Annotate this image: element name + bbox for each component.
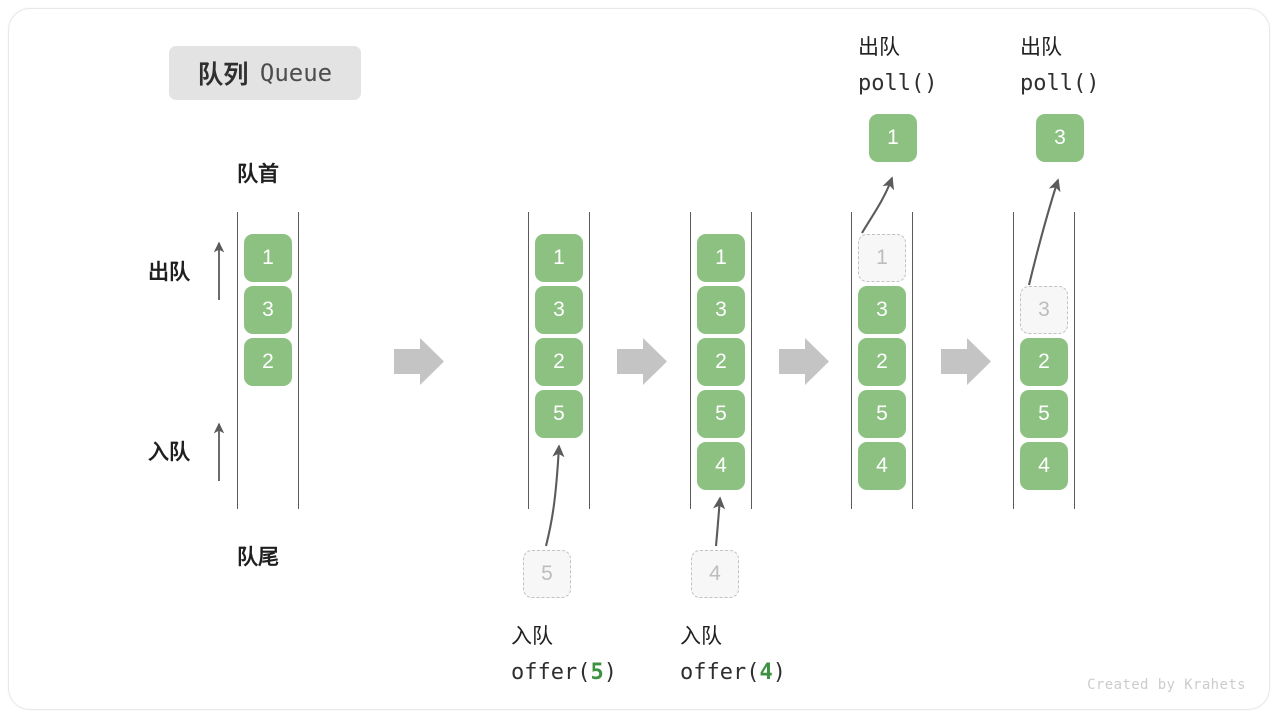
queue-column-state-initial: 1 3 2 xyxy=(237,212,299,509)
queue-column-state-after-offer-5: 1 3 2 5 xyxy=(528,212,590,509)
queue-column-state-after-poll-3: 3 2 5 4 xyxy=(1013,212,1075,509)
popped-element-poll-3: 3 xyxy=(1036,114,1084,162)
queue-rail-left xyxy=(237,212,238,509)
operation-fn-name: poll() xyxy=(858,71,938,96)
queue-rail-left xyxy=(851,212,852,509)
operation-caption-poll-3: 出队 poll() xyxy=(1020,30,1099,102)
queue-element: 4 xyxy=(1020,442,1068,490)
queue-rail-left xyxy=(528,212,529,509)
queue-element: 4 xyxy=(697,442,745,490)
queue-rail-right xyxy=(1074,212,1075,509)
queue-element: 3 xyxy=(697,286,745,334)
operation-caption-offer-5: 入队 offer(5) xyxy=(511,619,617,691)
operation-fn-close: ) xyxy=(772,660,786,685)
queue-element: 5 xyxy=(858,390,906,438)
diagram-title-cn: 队列 xyxy=(197,61,249,89)
operation-arg: 4 xyxy=(759,660,773,685)
queue-element: 1 xyxy=(697,234,745,282)
pending-element-offer-4: 4 xyxy=(691,550,739,598)
operation-fn-name: poll() xyxy=(1020,71,1100,96)
queue-rail-left xyxy=(690,212,691,509)
diagram-title-en: Queue xyxy=(259,59,333,87)
queue-rail-left xyxy=(1013,212,1014,509)
operation-code: offer(4) xyxy=(680,655,786,691)
popped-element-poll-1: 1 xyxy=(869,114,917,162)
queue-element: 5 xyxy=(535,390,583,438)
operation-caption-poll-1: 出队 poll() xyxy=(858,30,937,102)
dequeue-direction-label: 出队 xyxy=(148,261,190,284)
queue-element: 4 xyxy=(858,442,906,490)
operation-arg: 5 xyxy=(590,660,604,685)
operation-label-cn: 入队 xyxy=(511,625,553,648)
card-frame xyxy=(8,8,1270,710)
queue-element: 3 xyxy=(535,286,583,334)
pending-element-offer-5: 5 xyxy=(523,550,571,598)
operation-code: offer(5) xyxy=(511,655,617,691)
queue-element: 2 xyxy=(535,338,583,386)
operation-label-cn: 出队 xyxy=(1020,36,1062,59)
watermark-credit: Created by Krahets xyxy=(1087,677,1246,693)
queue-rear-label: 队尾 xyxy=(237,546,279,569)
queue-rail-right xyxy=(589,212,590,509)
queue-element: 3 xyxy=(244,286,292,334)
queue-element: 5 xyxy=(697,390,745,438)
queue-element-removed: 1 xyxy=(858,234,906,282)
queue-front-label: 队首 xyxy=(237,163,279,186)
queue-column-state-after-offer-4: 1 3 2 5 4 xyxy=(690,212,752,509)
operation-fn-name: offer( xyxy=(511,660,591,685)
queue-element: 1 xyxy=(244,234,292,282)
operation-label-cn: 入队 xyxy=(680,625,722,648)
queue-element: 2 xyxy=(697,338,745,386)
operation-fn-close: ) xyxy=(603,660,617,685)
diagram-title-badge: 队列 Queue xyxy=(169,46,361,100)
queue-element: 5 xyxy=(1020,390,1068,438)
operation-caption-offer-4: 入队 offer(4) xyxy=(680,619,786,691)
queue-element: 1 xyxy=(535,234,583,282)
operation-code: poll() xyxy=(858,66,937,102)
operation-fn-name: offer( xyxy=(680,660,760,685)
operation-code: poll() xyxy=(1020,66,1099,102)
enqueue-direction-label: 入队 xyxy=(148,441,190,464)
queue-element: 3 xyxy=(858,286,906,334)
queue-element: 2 xyxy=(244,338,292,386)
queue-element-removed: 3 xyxy=(1020,286,1068,334)
queue-column-state-after-poll-1: 1 3 2 5 4 xyxy=(851,212,913,509)
operation-label-cn: 出队 xyxy=(858,36,900,59)
queue-rail-right xyxy=(751,212,752,509)
queue-rail-right xyxy=(298,212,299,509)
queue-element: 2 xyxy=(858,338,906,386)
queue-rail-right xyxy=(912,212,913,509)
queue-element: 2 xyxy=(1020,338,1068,386)
